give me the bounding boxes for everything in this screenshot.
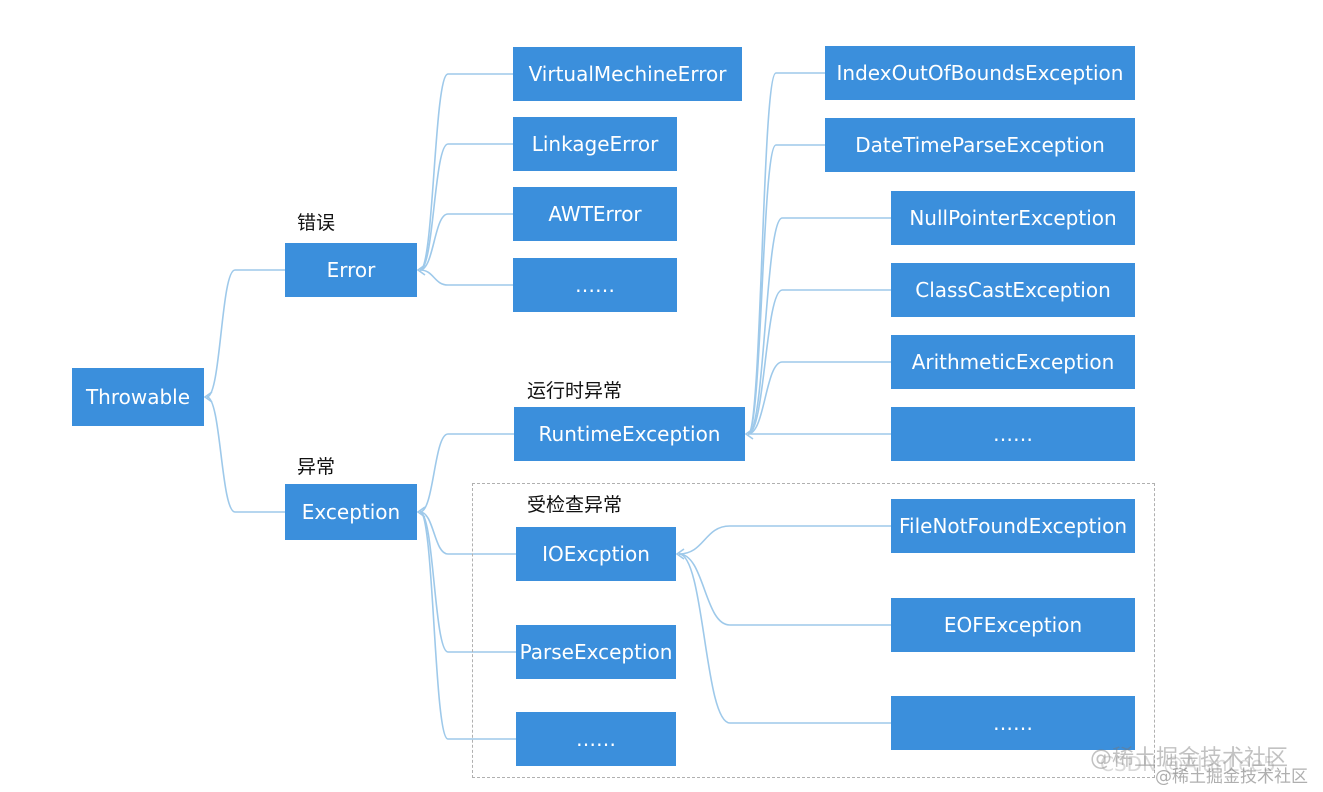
- edge-error-virtual: [419, 73, 513, 271]
- node-runtime-more: ……: [891, 407, 1135, 461]
- edge-error-errmore: [419, 269, 513, 286]
- checked-exception-region: [472, 483, 1155, 778]
- edge-error-awt: [419, 213, 513, 271]
- watermark-juejin-small: @稀土掘金技术社区: [1155, 767, 1308, 787]
- node-eof-exception: EOFException: [891, 598, 1135, 652]
- arrow-runtime: [744, 428, 754, 440]
- node-datetime-parse-exception: DateTimeParseException: [825, 118, 1135, 172]
- label-error-cn: 错误: [297, 212, 336, 234]
- node-awt-error: AWTError: [513, 187, 677, 241]
- edge-io-fnf: [678, 525, 891, 555]
- node-null-pointer-exception: NullPointerException: [891, 191, 1135, 245]
- arrow-io: [675, 548, 685, 560]
- label-checked-cn: 受检查异常: [527, 494, 623, 516]
- arrow-throwable: [203, 391, 213, 403]
- arrow-exception: [416, 506, 426, 518]
- node-runtime-exception: RuntimeException: [514, 407, 745, 461]
- node-index-out-of-bounds-exception: IndexOutOfBoundsException: [825, 46, 1135, 100]
- node-io-exception: IOExcption: [516, 527, 676, 581]
- edge-io-eof: [678, 553, 891, 626]
- edge-runtime-index: [747, 72, 825, 435]
- edge-io-iomore: [678, 553, 891, 724]
- edge-runtime-arith: [747, 361, 891, 435]
- edge-runtime-datetime: [747, 144, 825, 435]
- edge-runtime-classcast: [747, 289, 891, 435]
- label-runtime-cn: 运行时异常: [527, 380, 623, 402]
- node-throwable: Throwable: [72, 368, 204, 426]
- edge-throwable-exception: [206, 396, 285, 513]
- node-parse-exception: ParseException: [516, 625, 676, 679]
- edge-exception-io: [419, 511, 516, 555]
- node-file-not-found-exception: FileNotFoundException: [891, 499, 1135, 553]
- arrow-error: [416, 264, 426, 276]
- node-linkage-error: LinkageError: [513, 117, 677, 171]
- node-error: Error: [285, 243, 417, 297]
- edge-error-linkage: [419, 143, 513, 271]
- node-error-more: ……: [513, 258, 677, 312]
- node-class-cast-exception: ClassCastException: [891, 263, 1135, 317]
- edge-exception-exmore: [419, 511, 516, 740]
- edge-exception-runtime: [419, 433, 514, 513]
- watermark-csdn: CSDN @AlanLee5: [1100, 752, 1276, 776]
- node-io-more: ……: [891, 696, 1135, 750]
- node-arithmetic-exception: ArithmeticException: [891, 335, 1135, 389]
- node-virtual-mechine-error: VirtualMechineError: [513, 47, 742, 101]
- label-exception-cn: 异常: [297, 456, 336, 478]
- edge-throwable-error: [206, 269, 285, 398]
- node-exception: Exception: [285, 484, 417, 540]
- edge-runtime-null: [747, 217, 891, 435]
- node-exception-more: ……: [516, 712, 676, 766]
- edge-exception-parse: [419, 511, 516, 653]
- watermark-juejin: @稀土掘金技术社区: [1090, 746, 1289, 771]
